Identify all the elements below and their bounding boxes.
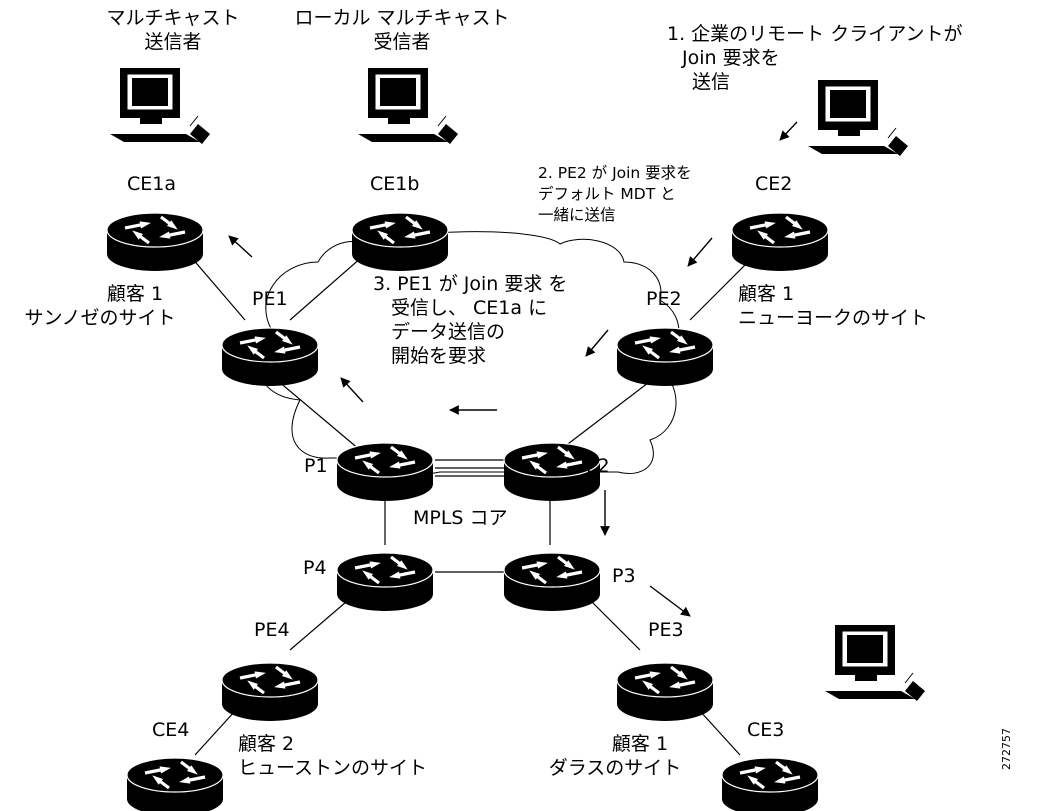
step2-label: 2. PE2 が Join 要求を デフォルト MDT と 一緒に送信 xyxy=(538,164,692,224)
router-icon-pe1 xyxy=(221,327,319,386)
label-pe3: PE3 xyxy=(648,619,684,641)
core-label: MPLS コア xyxy=(413,507,508,529)
step3-label: 3. PE1 が Join 要求 を 受信し、 CE1a に データ送信の 開始… xyxy=(373,273,568,367)
site-houston: 顧客 2 ヒューストンのサイト xyxy=(238,733,428,779)
router-icon-pe3 xyxy=(616,662,714,721)
label-p3: P3 xyxy=(612,565,636,587)
vpn-cloud-outline xyxy=(258,231,680,475)
router-icon-ce3 xyxy=(721,757,819,811)
label-pe1: PE1 xyxy=(252,288,288,310)
router-icon-pe4 xyxy=(221,662,319,721)
site-dallas: 顧客 1 ダラスのサイト xyxy=(548,733,682,779)
router-icon-ce4 xyxy=(126,757,224,811)
computer-icon-remote-client xyxy=(808,80,908,156)
sender-label: マルチキャスト 送信者 xyxy=(106,7,240,53)
arrow-ce2-to-pe2 xyxy=(687,237,713,267)
label-p2: P2 xyxy=(586,455,610,477)
router-icon-pe2 xyxy=(616,327,714,386)
router-icon-ce1a xyxy=(106,212,204,271)
label-ce3: CE3 xyxy=(747,719,785,741)
flow-arrows xyxy=(228,121,798,617)
label-ce2: CE2 xyxy=(755,173,793,195)
link-ce1b-pe1 xyxy=(289,249,371,321)
site-new-york: 顧客 1 ニューヨークのサイト xyxy=(738,283,929,329)
computer-icon-dallas-host xyxy=(825,625,925,701)
label-p1: P1 xyxy=(304,455,328,477)
routers xyxy=(106,212,829,811)
label-ce4: CE4 xyxy=(152,719,190,741)
arrow-p1-to-pe1 xyxy=(340,377,364,403)
label-p4: P4 xyxy=(303,557,327,579)
router-icon-p2 xyxy=(503,442,601,501)
computer-icon-local-receiver xyxy=(358,68,458,144)
label-ce1a: CE1a xyxy=(127,173,177,195)
router-icon-p1 xyxy=(336,442,434,501)
arrow-pe1-to-ce1a xyxy=(228,235,253,258)
router-icon-ce2 xyxy=(731,212,829,271)
arrow-p3-to-pe3 xyxy=(649,585,691,617)
computer-icon-sender xyxy=(110,68,210,144)
arrow-pe2-to-cloud xyxy=(585,329,609,357)
label-pe4: PE4 xyxy=(254,619,290,641)
site-san-jose: 顧客 1 サンノゼのサイト xyxy=(24,283,176,329)
label-ce1b: CE1b xyxy=(370,173,420,195)
hosts xyxy=(110,68,925,701)
local-receiver-label: ローカル マルチキャスト 受信者 xyxy=(294,7,510,53)
remote-client-label: 1. 企業のリモート クライアントが Join 要求を 送信 xyxy=(667,23,963,93)
arrow-client-to-ce2 xyxy=(779,121,798,141)
router-icon-p4 xyxy=(336,552,434,611)
router-icon-p3 xyxy=(503,552,601,611)
label-pe2: PE2 xyxy=(646,288,682,310)
figure-id: 272757 xyxy=(1000,728,1013,770)
router-icon-ce1b xyxy=(351,212,449,271)
